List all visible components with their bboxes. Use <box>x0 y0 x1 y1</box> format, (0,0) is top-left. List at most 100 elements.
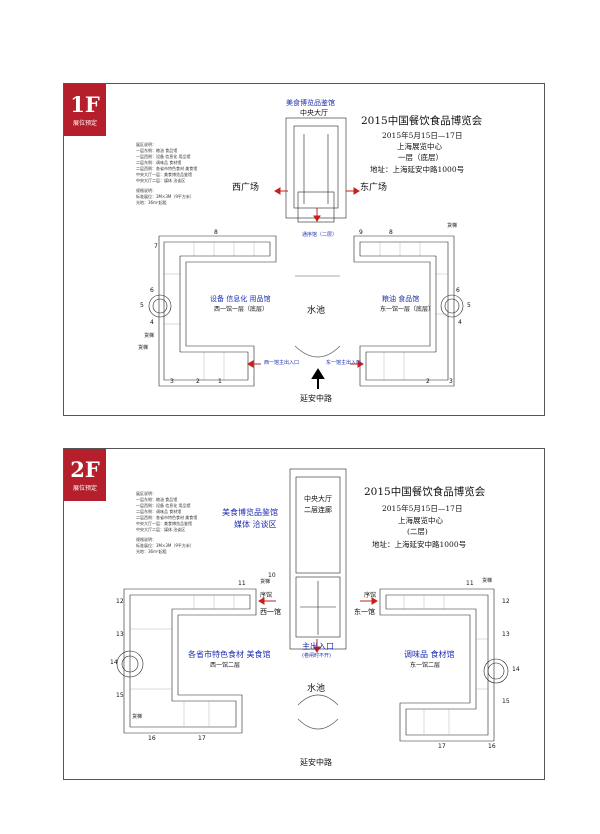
floor-plan-1f: 1F 展位预定 展区说明： 一层东侧：粮油 食品馆 一层西侧：设备 信息化 用品… <box>63 83 545 416</box>
cargo-lift-label: 货梯 <box>132 714 143 720</box>
floor-name: (二层) <box>407 527 428 536</box>
expo-address: 地址：上海延安中路1000号 <box>372 540 467 549</box>
room-number: 4 <box>458 319 462 326</box>
pool-label: 水池 <box>307 306 326 316</box>
west-link-label: 西一馆 <box>260 608 281 616</box>
room-number: 11 <box>238 580 246 587</box>
floor-plan-1f-drawing <box>148 117 464 389</box>
legend-item: 一层东侧：粮油 食品馆 <box>136 497 178 502</box>
badge-tag: 展位预定 <box>72 485 97 492</box>
legend: 展区说明： 一层东侧：粮油 食品馆 一层西侧：设备 信息化 用品馆 二层东侧：调… <box>136 491 197 555</box>
legend-item: 中央大厅一层：美食博览品鉴馆 <box>136 172 192 177</box>
room-number: 16 <box>488 743 496 750</box>
expo-title: 2015中国餐饮食品博览会 <box>361 115 483 127</box>
hall-center-sub: 二层连廊 <box>304 506 332 514</box>
room-number: 15 <box>502 698 510 705</box>
west-square-label: 西广场 <box>232 183 260 193</box>
room-number: 17 <box>198 735 206 742</box>
west-wing-outline <box>158 235 277 387</box>
hall-center-label: 中央大厅 <box>300 109 328 117</box>
badge-tag: 展位预定 <box>72 120 97 127</box>
room-number: 1 <box>218 378 222 385</box>
floor-plan-2f-drawing <box>116 468 509 742</box>
hall-top-label: 美食博览品鉴馆 <box>222 508 278 517</box>
east-wing-outline <box>379 588 495 742</box>
legend-heading: 展区说明： <box>136 142 156 147</box>
room-number: 14 <box>110 659 118 666</box>
room-number: 14 <box>512 666 520 673</box>
room-number: 8 <box>214 229 218 236</box>
legend-note: 规格说明： <box>136 537 156 542</box>
main-entrance-note: (卷闸时不开) <box>302 653 331 659</box>
east-link-label: 东一馆 <box>354 608 375 616</box>
east-hall-title: 粮油 食品馆 <box>382 295 420 303</box>
legend-item: 一层东侧：粮油 食品馆 <box>136 148 178 153</box>
room-number: 9 <box>359 229 363 236</box>
road-label: 延安中路 <box>300 394 332 403</box>
west-stair-label: 序馆 <box>260 592 273 599</box>
east-square-label: 东广场 <box>360 183 388 193</box>
room-number: 2 <box>196 378 200 385</box>
room-number: 3 <box>449 378 453 385</box>
room-number: 13 <box>116 631 124 638</box>
legend-item: 二层西侧：各省市特色食材 美食馆 <box>136 515 198 520</box>
cargo-lift-label: 货梯 <box>138 345 149 351</box>
room-number: 17 <box>438 743 446 750</box>
legend-item: 二层西侧：各省市特色食材 美食馆 <box>136 166 198 171</box>
expo-venue: 上海展览中心 <box>398 516 443 525</box>
west-hall-title: 设备 信息化 用品馆 <box>210 295 271 303</box>
floor-name: 一层（底层） <box>398 153 443 162</box>
cargo-lift-label: 货梯 <box>482 578 493 584</box>
expo-title: 2015中国餐饮食品博览会 <box>364 486 486 498</box>
west-wing-outline <box>123 588 257 734</box>
cargo-lift-label: 货梯 <box>447 223 458 229</box>
pool-label: 水池 <box>307 684 326 694</box>
west-hall-title: 各省市特色食材 美食馆 <box>188 650 271 659</box>
east-wing-outline <box>353 235 455 387</box>
cargo-lift-label: 货梯 <box>144 333 155 339</box>
floor-label: 2F <box>70 457 100 482</box>
legend-item: 二层东侧：调味品 食材馆 <box>136 509 182 514</box>
legend-note: 规格说明： <box>136 188 156 193</box>
room-number: 7 <box>154 243 158 250</box>
room-number: 8 <box>389 229 393 236</box>
central-hall-outline <box>285 117 347 219</box>
east-hall-sub: 东一馆一层（底层） <box>380 306 435 313</box>
west-entrance-label: 西一馆主出入口 <box>264 360 300 366</box>
legend-item: 一层西侧：设备 信息化 用品馆 <box>136 503 191 508</box>
hall-center-label: 中央大厅 <box>304 495 332 503</box>
legend-item: 二层东侧：调味品 食材馆 <box>136 160 182 165</box>
room-number: 6 <box>150 287 154 294</box>
west-hall-sub: 西一馆一层（底层） <box>214 306 269 313</box>
room-number: 13 <box>502 631 510 638</box>
legend-item: 中央大厅一层：美食博览品鉴馆 <box>136 521 192 526</box>
east-hall-sub: 东一馆二层 <box>410 662 441 669</box>
expo-address: 地址：上海延安中路1000号 <box>370 165 465 174</box>
floor-plan-2f: 2F 展位预定 展区说明： 一层东侧：粮油 食品馆 一层西侧：设备 信息化 用品… <box>63 448 545 780</box>
center-bottom-label: 通序馆（二层） <box>302 232 338 238</box>
legend-item: 中央大厅二层：媒体 洽谈区 <box>136 527 186 532</box>
legend-note-item: 光地：36m²起租 <box>136 200 167 205</box>
room-number: 5 <box>140 302 144 309</box>
east-stair-label: 序馆 <box>364 592 377 599</box>
main-entrance-label: 主出入口 <box>302 642 334 651</box>
room-number: 6 <box>456 287 460 294</box>
room-number: 3 <box>170 378 174 385</box>
hall-top-label-2: 媒体 洽谈区 <box>234 520 277 529</box>
legend-item: 中央大厅二层：媒体 洽谈区 <box>136 178 186 183</box>
legend-item: 一层西侧：设备 信息化 用品馆 <box>136 154 191 159</box>
cargo-lift-label: 货梯 <box>260 579 271 585</box>
floor-badge: 2F 展位预定 <box>64 449 106 501</box>
east-hall-title: 调味品 食材馆 <box>404 650 455 659</box>
legend-note-item: 标准展位：3M×3M（9平方米） <box>136 543 194 548</box>
legend-note-item: 光地：36m²起租 <box>136 549 167 554</box>
room-number: 11 <box>466 580 474 587</box>
east-entrance-label: 东一馆主出入口 <box>326 360 362 366</box>
legend-heading: 展区说明： <box>136 491 156 496</box>
road-label: 延安中路 <box>300 758 332 767</box>
room-number: 2 <box>426 378 430 385</box>
room-number: 16 <box>148 735 156 742</box>
hall-top-label: 美食博览品鉴馆 <box>286 99 335 107</box>
room-number: 4 <box>150 319 154 326</box>
expo-date: 2015年5月15日—17日 <box>382 131 463 140</box>
